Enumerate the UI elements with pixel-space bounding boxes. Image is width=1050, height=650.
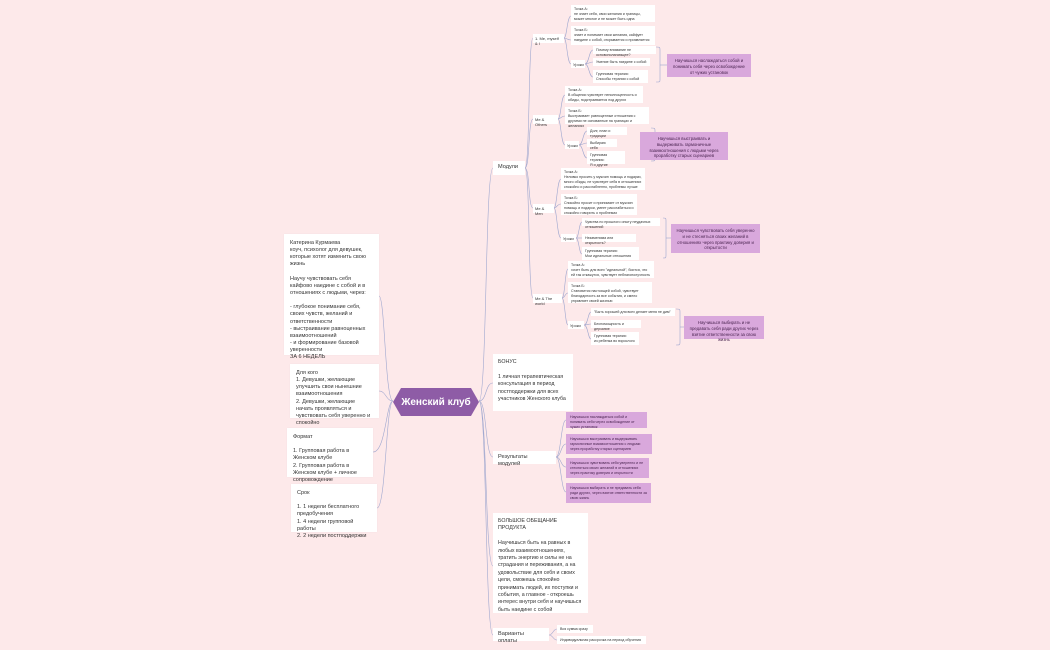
module-3-lesson-3[interactable]: Групповая терапия: Мои идеальные отношен…: [582, 247, 639, 260]
payment-option-1[interactable]: Вся сумма сразу: [557, 625, 593, 633]
central-node-shape: [393, 388, 479, 416]
module-1-point-a[interactable]: Точка А: не знает себя, свои желания и г…: [571, 5, 655, 22]
module-4-node[interactable]: Me & The world: [533, 294, 562, 306]
module-4-lesson-1[interactable]: "Быть хорошей для всех делает меня не ди…: [591, 308, 675, 316]
module-3-node[interactable]: Me & Men: [533, 204, 554, 216]
module-1-practice-node[interactable]: Уроки: [571, 60, 585, 68]
module-2-node[interactable]: Me & Others: [533, 115, 558, 127]
module-1-result-bubble[interactable]: Научишься наслаждаться собой и понимать …: [667, 54, 751, 77]
format-card[interactable]: Формат 1. Групповая работа в Женском клу…: [287, 428, 373, 483]
payment-node[interactable]: Варианты оплаты: [493, 628, 549, 644]
central-node[interactable]: Женский клуб: [393, 388, 479, 416]
module-4-point-a[interactable]: Точка А: хочет быть для всех "идеальной"…: [568, 261, 654, 278]
module-3-practice-node[interactable]: Уроки: [561, 234, 576, 242]
module-4-lesson-2[interactable]: Беспомощность и дерзание: [591, 320, 641, 331]
module-2-lesson-3[interactable]: Групповая терапия: Я и другие: [587, 151, 625, 167]
result-item-4[interactable]: Научишься выбирать и не предавать себя р…: [566, 483, 651, 503]
promise-card[interactable]: БОЛЬШОЕ ОБЕЩАНИЕ ПРОДУКТА Научишься быть…: [493, 513, 588, 613]
module-3-lesson-1[interactable]: Чувства по прошлого опыту неудачных отно…: [582, 218, 660, 229]
module-2-practice-node[interactable]: Уроки: [565, 141, 579, 149]
coach-card[interactable]: Катерина Курмаева коуч, психолог для дев…: [284, 234, 379, 360]
module-2-point-a[interactable]: Точка А: В общении чувствует неполноценн…: [565, 86, 643, 103]
module-3-point-b[interactable]: Точка Б: Спокойно просит и принимает от …: [561, 194, 637, 215]
central-node-label: Женский клуб: [401, 396, 471, 408]
module-4-lesson-3[interactable]: Групповая терапия: из ребенка во взросло…: [591, 332, 639, 345]
module-3-point-a[interactable]: Точка А: Неловко просить у мужчин помощь…: [561, 168, 645, 190]
result-item-2[interactable]: Научишься выстраивать и выдерживать гарм…: [566, 434, 652, 454]
audience-card[interactable]: Для кого 1. Девушки, желающие улучшить с…: [290, 364, 379, 426]
module-1-lesson-2[interactable]: Умение быть наедине с собой: [593, 58, 650, 66]
module-1-lesson-3[interactable]: Групповая терапия: Способы терапии с соб…: [593, 70, 648, 83]
results-node[interactable]: Результаты модулей: [493, 451, 556, 467]
module-3-lesson-2[interactable]: Незаменима или открытость?: [582, 234, 636, 245]
module-4-result-bubble[interactable]: Научишься выбирать и не предавать себя р…: [684, 316, 764, 342]
payment-option-2[interactable]: Индивидуальная рассрочка на период обуче…: [557, 636, 646, 644]
modules-node[interactable]: Модули: [493, 161, 525, 175]
term-card[interactable]: Срок 1. 1 недели бесплатного предобучени…: [291, 484, 377, 539]
module-2-lesson-2[interactable]: Выбираю себя: [587, 139, 617, 150]
result-item-3[interactable]: Научишься чувствовать себя уверенно и не…: [566, 458, 649, 478]
module-3-result-bubble[interactable]: Научишься чувствовать себя уверенно и не…: [671, 224, 760, 253]
module-2-lesson-1[interactable]: Долг, план и традиции: [587, 127, 627, 138]
module-4-point-b[interactable]: Точка Б: Становится настоящей собой, чув…: [568, 282, 652, 303]
module-1-lesson-1[interactable]: Почему внимание не основополагающее?: [593, 46, 656, 57]
result-item-1[interactable]: Научишься наслаждаться собой и понимать …: [566, 412, 647, 429]
bonus-card[interactable]: БОНУС 1 личная терапевтическая консульта…: [493, 354, 573, 411]
module-2-result-bubble[interactable]: Научишься выстраивать и выдерживать гарм…: [640, 132, 728, 160]
module-2-point-b[interactable]: Точка Б: Выстраивает равноценные отношен…: [565, 107, 649, 128]
module-4-practice-node[interactable]: Уроки: [568, 321, 584, 329]
module-1-node[interactable]: 1. Me, myself & I: [533, 34, 564, 46]
module-1-point-b[interactable]: Точка Б: знает и понимает свои желания, …: [571, 26, 655, 45]
